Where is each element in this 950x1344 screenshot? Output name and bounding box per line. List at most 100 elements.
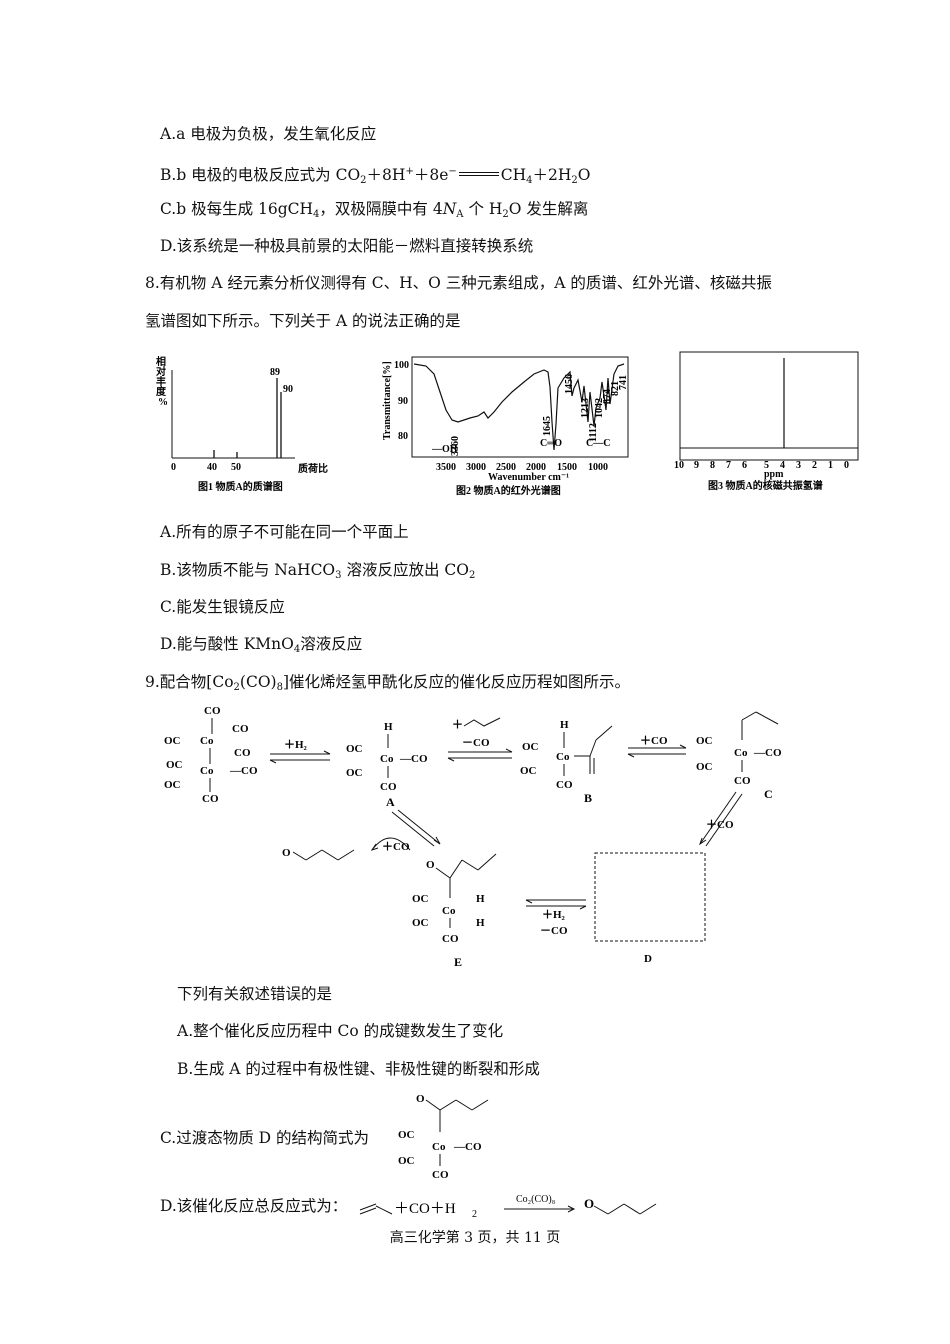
reaction-mid-text: ＋CO＋H [394,1201,456,1217]
svg-text:1: 1 [828,460,833,471]
band-1213: 1213 [580,398,591,418]
ir-ytick-90: 90 [398,396,408,407]
q7-c-a: A [456,209,464,220]
svg-text:OC: OC [164,779,181,791]
product-o: O [584,1196,594,1211]
label-d: D [644,953,652,965]
ir-xtick-3000: 3000 [466,462,486,473]
product-release-arrow [371,837,411,851]
ir-xtick-1500: 1500 [557,462,577,473]
tick-40: 40 [207,462,217,473]
q7-b-text2: ＋8H [366,166,406,184]
arrow-c-d-back [699,791,737,845]
q7-c-text4: O 发生解离 [508,200,589,218]
svg-text:7: 7 [726,460,731,471]
option-c-structure: O OC Co —CO OC CO [398,1093,489,1181]
propene-structure [359,1203,377,1211]
svg-text:OC: OC [696,735,713,747]
structure-a: H OC Co —CO OC CO A [346,721,428,809]
band-1645: 1645 [542,416,553,436]
band-3360: 3360 [450,436,461,456]
q7-b-text6: O [577,166,591,184]
q8-d-text: D.能与酸性 KMnO [160,635,294,653]
q9-option-d: D.该催化反应总反应式为： [160,1196,347,1216]
svg-text:Co: Co [432,1141,446,1153]
q9-option-c: C.过渡态物质 D 的结构简式为 [160,1129,370,1147]
propene-icon [463,717,501,727]
svg-text:CO: CO [380,781,397,793]
equal-sign [458,172,499,176]
svg-text:丰: 丰 [156,375,166,388]
svg-text:—CO: —CO [453,1141,482,1153]
nmr-caption: 图3 物质A的核磁共振氢谱 [708,479,823,492]
svg-text:—CO: —CO [753,747,782,759]
svg-text:OC: OC [398,1129,415,1141]
svg-text:CO: CO [204,705,221,717]
band-741: 741 [618,375,629,390]
svg-text:Co: Co [380,753,394,765]
page-footer: 高三化学第 3 页，共 11 页 [389,1230,561,1246]
svg-text:OC: OC [412,893,429,905]
q7-c-text3: 个 H [463,200,503,218]
band-874: 874 [602,389,613,404]
q7-c-text2: ，双极隔膜中有 4 [319,200,443,218]
q8-option-d: D.能与酸性 KMnO4溶液反应 [160,635,363,655]
q9-d-text: D.该催化反应总反应式为： [160,1197,348,1215]
q7-option-a: A.a 电极为负极，发生氧化反应 [160,125,377,143]
ir-xtick-2500: 2500 [496,462,516,473]
arrow-a-e [391,811,435,847]
mass-spectrum-xlabel: 质荷比 [298,462,328,475]
svg-text:CO: CO [734,775,751,787]
svg-text:H: H [560,719,569,731]
ir-ytick-80: 80 [398,431,408,442]
group-co: C═O [540,438,562,449]
minus-co-label-2: －CO [540,925,568,937]
ir-xtick-3500: 3500 [436,462,456,473]
q7-option-d: D.该系统是一种极具前景的太阳能－燃料直接转换系统 [160,237,534,255]
svg-text:OC: OC [346,767,363,779]
svg-text:OC: OC [346,743,363,755]
q9-stem-text3: ]催化烯烃氢甲酰化反应的催化反应历程如图所示。 [282,673,631,691]
nmr-spectrum-figure: 10 9 8 7 6 5 4 3 2 1 0 ppm 图3 物质A的核磁共振氢谱 [674,351,859,492]
h2-label-2: ＋H₂ [542,909,566,921]
svg-text:OC: OC [696,761,713,773]
svg-text:9: 9 [694,460,699,471]
q7-c-text: C.b 极每生成 16gCH [160,200,314,218]
q7-option-b: B.b 电极的电极反应式为 CO2＋8H+＋8e−CH4＋2H2O [160,166,591,186]
svg-text:10: 10 [674,460,684,471]
svg-text:OC: OC [398,1155,415,1167]
band-821: 821 [610,381,621,396]
structure-e: O OC Co H H OC CO E [412,853,497,969]
svg-text:6: 6 [742,460,747,471]
svg-text:OC: OC [166,759,183,771]
q8-b-text2: 溶液反应放出 CO [341,561,469,579]
svg-text:Co: Co [442,905,456,917]
q7-b-text4: CH [500,166,527,184]
q8-stem-line2: 氢谱图如下所示。下列关于 A 的说法正确的是 [145,312,461,330]
ir-ytick-100: 100 [394,360,409,371]
label-e: E [454,955,462,969]
svg-text:CO: CO [234,747,251,759]
group-oh: —OH [431,444,458,455]
band-1112: 1112 [588,423,599,442]
svg-text:CO: CO [556,779,573,791]
svg-text:—CO: —CO [229,765,258,777]
arrow-c-d-forward [705,793,743,847]
catalytic-cycle-diagram: CO OC Co CO CO OC Co —CO OC CO ＋H₂ H OC … [164,705,782,969]
overall-reaction: ＋CO＋H 2 Co₂(CO)₈ O [359,1194,657,1220]
peak-90-label: 90 [283,384,293,395]
svg-text:对: 对 [156,365,166,378]
ir-xtick-1000: 1000 [588,462,608,473]
butanal-product: O [282,847,355,861]
svg-text:OC: OC [412,917,429,929]
mass-spectrum-caption: 图1 物质A的质谱图 [198,480,283,493]
structure-b: H OC Co OC CO B [520,719,613,805]
mass-spectrum-figure: 相 对 丰 度 % 89 90 0 40 50 质荷比 图1 物质A的质谱图 [156,355,328,493]
co2-co8-structure: CO OC Co CO CO OC Co —CO OC CO [164,705,258,805]
q7-b-text3: ＋8e [413,166,449,184]
svg-text:3: 3 [796,460,801,471]
structure-c: OC Co —CO OC CO C [696,711,782,801]
ir-caption: 图2 物质A的红外光谱图 [456,484,561,497]
svg-text:5: 5 [764,460,769,471]
svg-text:CO: CO [232,723,249,735]
